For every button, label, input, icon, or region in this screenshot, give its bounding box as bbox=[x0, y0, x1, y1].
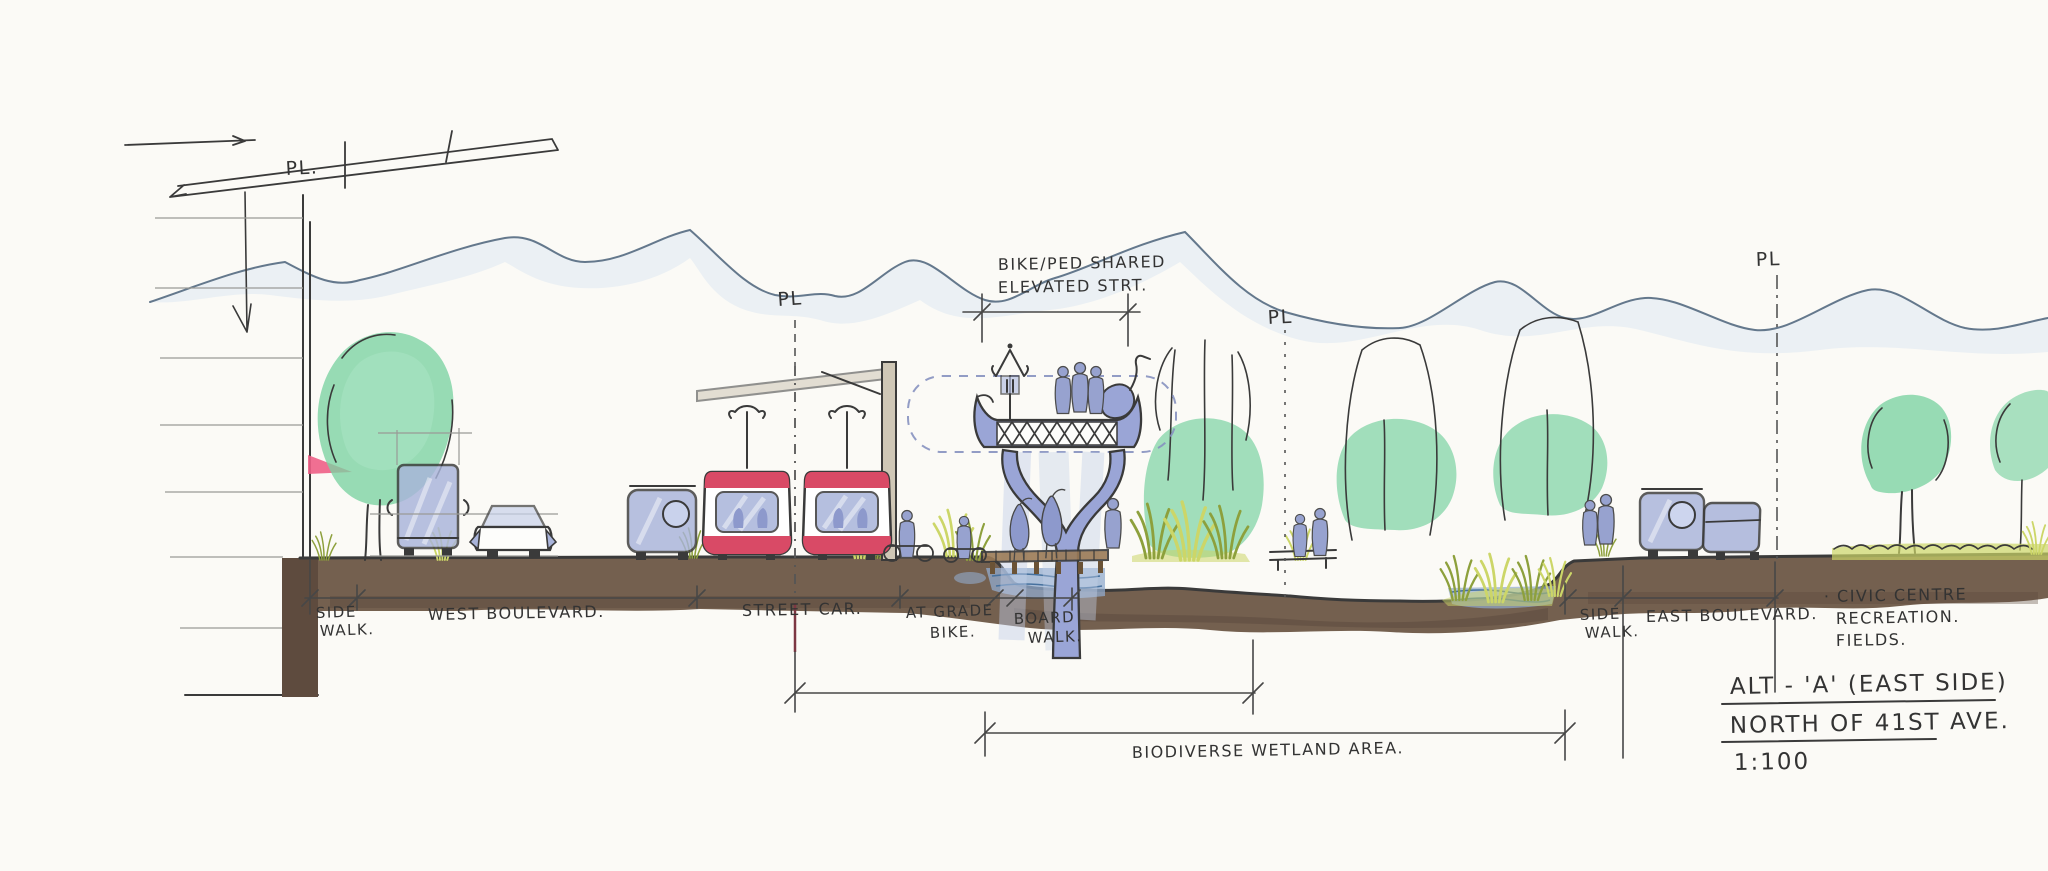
title-line1: ALT - 'A' (EAST SIDE) bbox=[1730, 669, 2008, 700]
wetland-person bbox=[1104, 497, 1122, 549]
east-boulevard-tree bbox=[1861, 394, 1952, 554]
sidewalk-west-label-line2: WALK. bbox=[320, 620, 375, 640]
wetland-tree-cluster bbox=[1143, 339, 1264, 558]
civic-centre-label-line3: FIELDS. bbox=[1836, 630, 1907, 650]
west-boulevard-label: WEST BOULEVARD. bbox=[428, 602, 605, 624]
sidewalk-east-label-line2: WALK. bbox=[1585, 622, 1640, 642]
wetland-pair-person-1 bbox=[1292, 513, 1308, 558]
east-sidewalk-person-1 bbox=[1582, 499, 1598, 546]
street-car-label: STREET CAR. bbox=[742, 599, 863, 620]
streetcar-1 bbox=[703, 406, 791, 560]
platform-person-3 bbox=[1087, 365, 1105, 415]
platform-lamp bbox=[991, 343, 1029, 421]
platform-bird-sculpture bbox=[1099, 354, 1151, 420]
elevated-street-ghost-outline bbox=[907, 375, 1177, 453]
van-icon-east-2 bbox=[1701, 501, 1762, 560]
civic-centre-label-line1: · CIVIC CENTRE bbox=[1824, 585, 1968, 606]
dimension-lines bbox=[301, 275, 1996, 761]
cyclist-2 bbox=[943, 515, 987, 563]
truck-icon bbox=[378, 428, 472, 556]
van-icon-west bbox=[626, 485, 698, 560]
grasses bbox=[311, 500, 2048, 606]
platform-person-2 bbox=[1071, 361, 1089, 413]
wetland-tree-3 bbox=[1493, 316, 1608, 521]
pl-label-east: PL bbox=[1755, 248, 1781, 271]
wetland-tree-2 bbox=[1336, 337, 1457, 541]
at-grade-bike-label-line2: BIKE. bbox=[930, 622, 977, 642]
biodiverse-wetland-label: BIODIVERSE WETLAND AREA. bbox=[1132, 738, 1404, 762]
pl-label-wetland: PL bbox=[1267, 306, 1293, 329]
west-vehicles bbox=[370, 428, 698, 560]
scale-label: 1:100 bbox=[1734, 749, 1811, 776]
mountain-ridge bbox=[149, 228, 2048, 354]
sidewalk-west-label-line1: SIDE bbox=[316, 603, 358, 622]
east-vehicles bbox=[1638, 488, 1762, 560]
trees bbox=[317, 316, 2048, 561]
elevated-street-label-line2: ELEVATED STRT. bbox=[998, 275, 1148, 297]
civic-centre-label-line2: RECREATION. bbox=[1836, 607, 1960, 628]
van-icon-east-1 bbox=[1638, 488, 1706, 558]
board-walk-label-line1: BOARD bbox=[1014, 608, 1076, 628]
east-boulevard-label: EAST BOULEVARD. bbox=[1646, 604, 1818, 626]
pl-label-top-left: PL. bbox=[285, 156, 319, 180]
west-boulevard-tree bbox=[317, 332, 454, 561]
elevated-street-label-line1: BIKE/PED SHARED bbox=[998, 252, 1166, 274]
cyclist-1 bbox=[883, 509, 934, 562]
car-icon bbox=[370, 504, 558, 558]
platform-person-1 bbox=[1054, 365, 1072, 415]
sidewalk-east-label-line1: SIDE bbox=[1580, 605, 1622, 624]
labels: PL. PL PL PL BIKE/PED SHARED ELEVATED ST… bbox=[285, 156, 2010, 776]
far-right-tree bbox=[1990, 389, 2048, 551]
streetcar-2 bbox=[803, 406, 891, 560]
streetcar-stop bbox=[696, 361, 897, 652]
people bbox=[883, 488, 1615, 563]
east-sidewalk-person-2 bbox=[1597, 493, 1615, 545]
board-walk-label-line2: WALK. bbox=[1028, 627, 1083, 647]
pl-label-streetcar: PL bbox=[777, 287, 804, 311]
at-grade-bike-label-line1: AT GRADE bbox=[906, 601, 994, 622]
boardwalk bbox=[981, 548, 1337, 574]
wetland-pair-person-2 bbox=[1311, 507, 1329, 557]
title-line2: NORTH OF 41ST AVE. bbox=[1730, 708, 2010, 739]
